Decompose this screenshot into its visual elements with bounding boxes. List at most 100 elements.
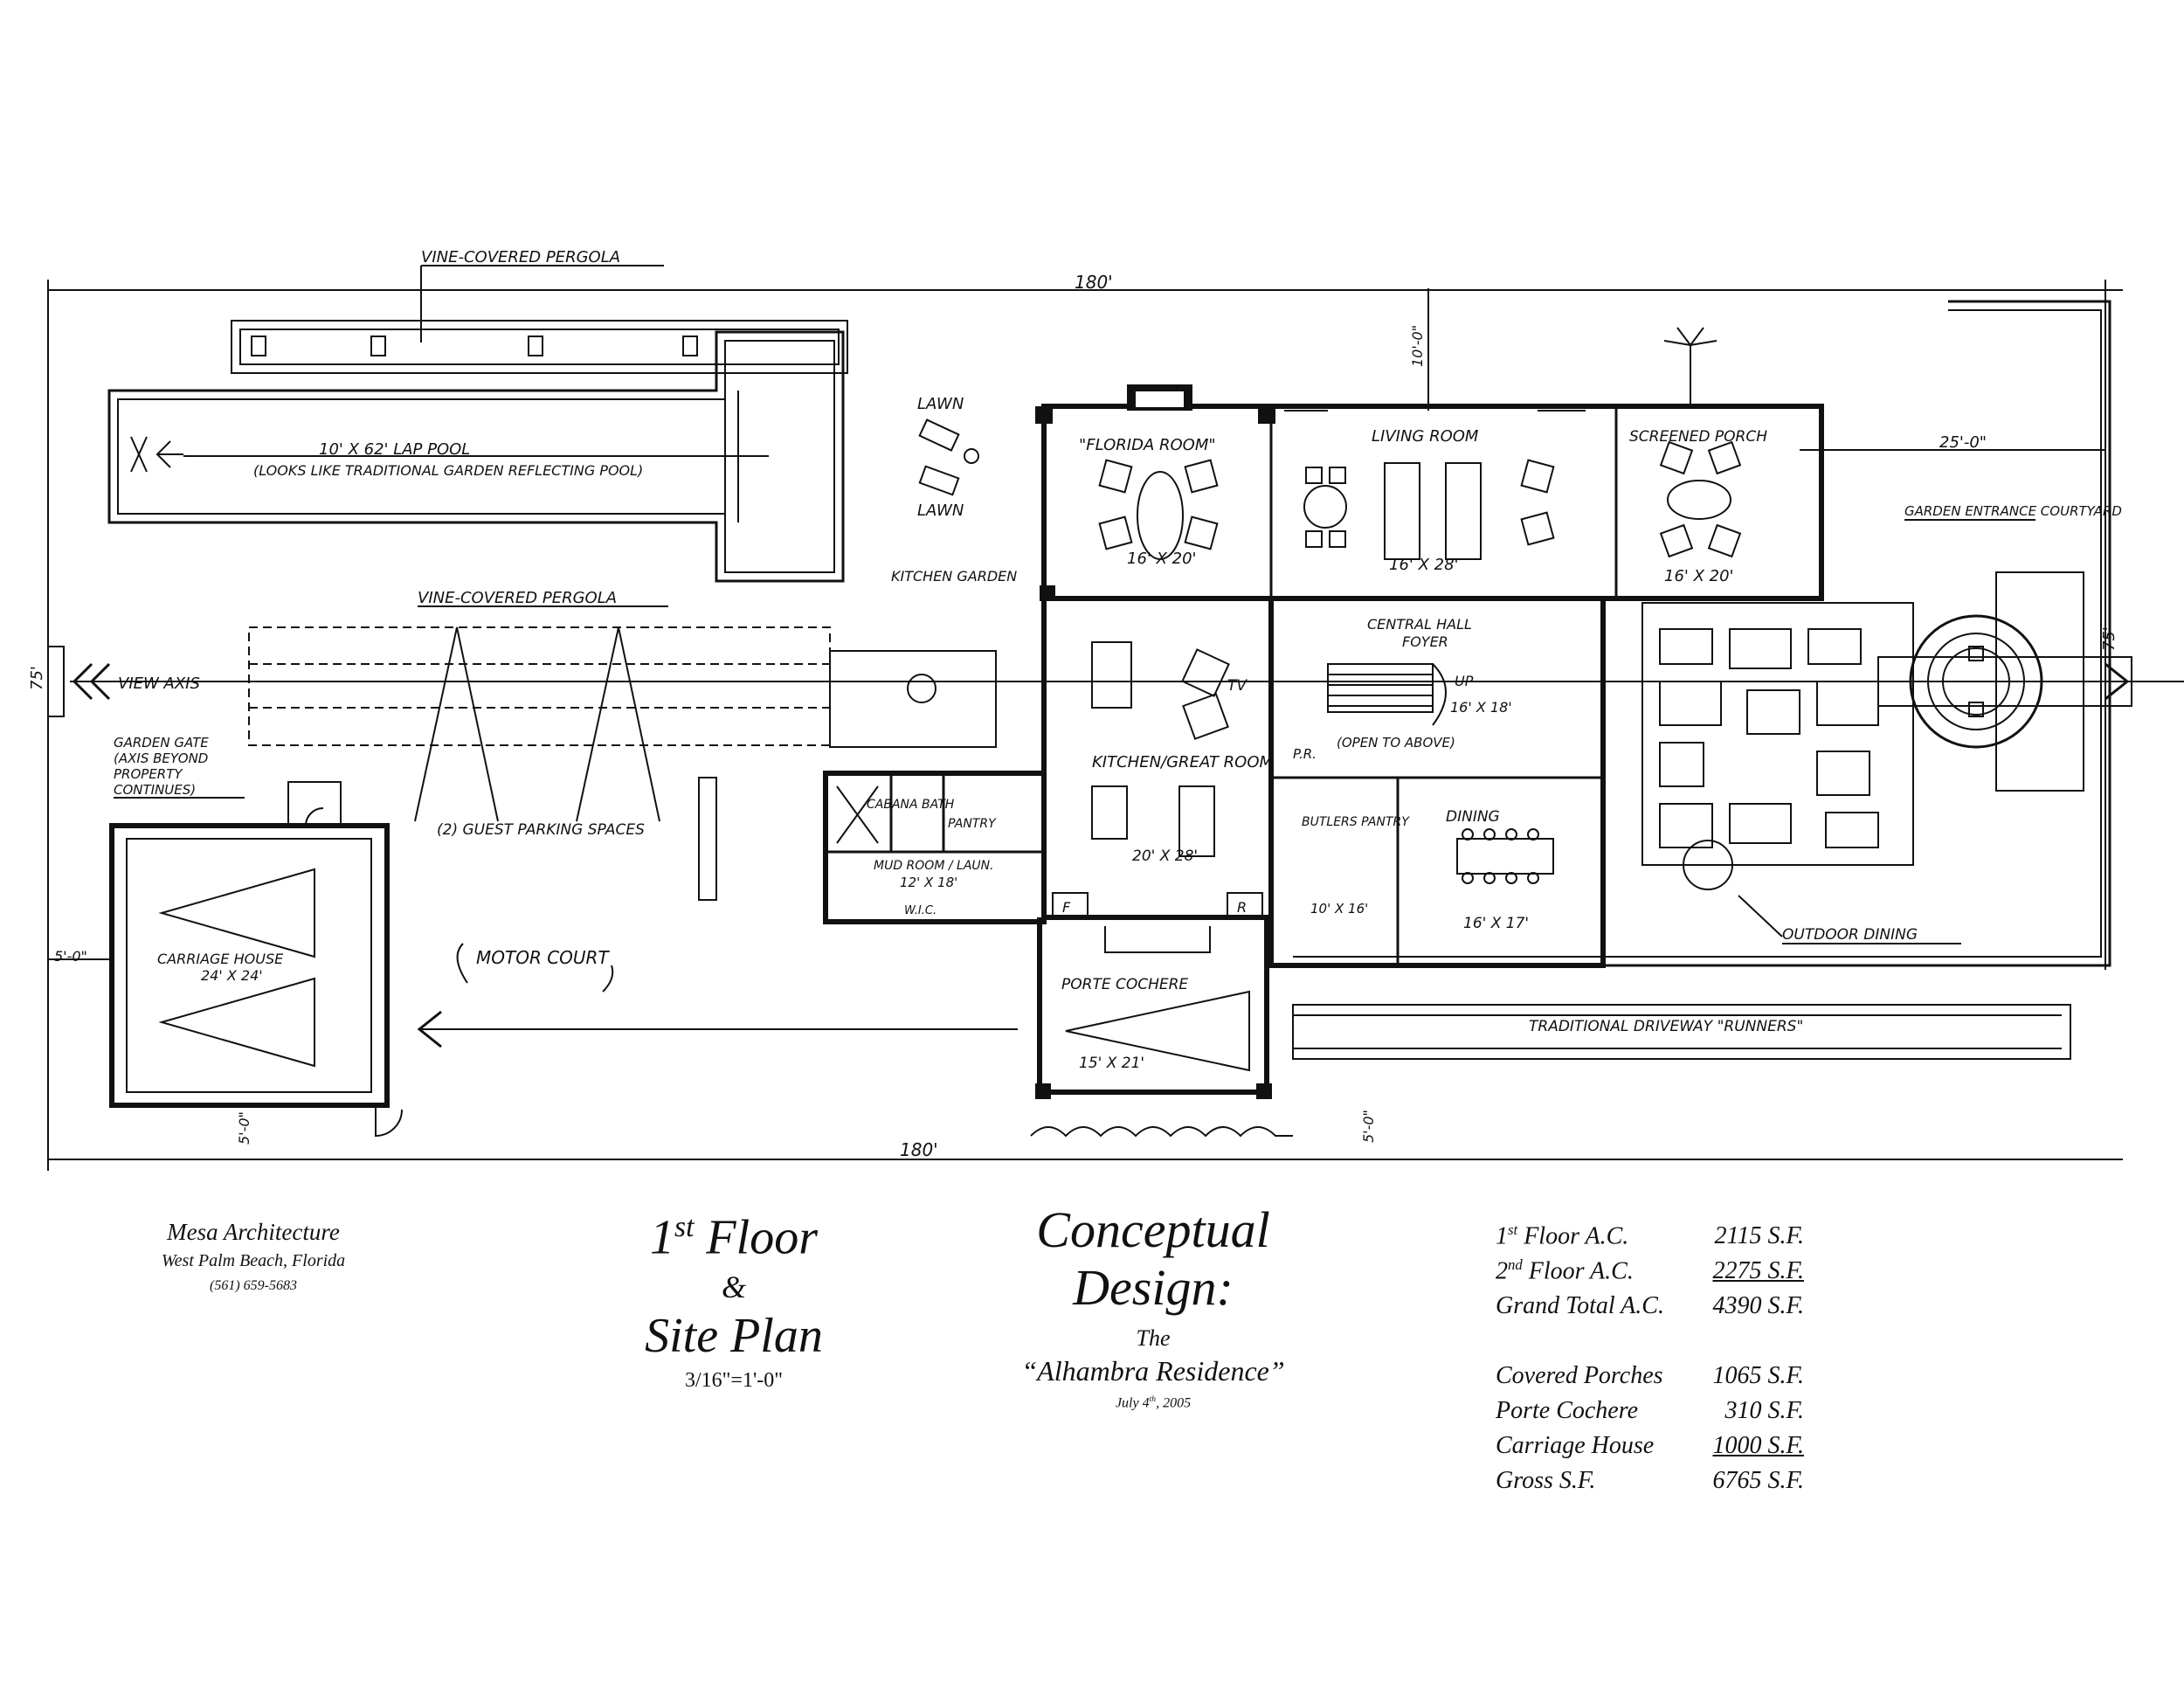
kitchen-label: KITCHEN/GREAT ROOM (1092, 753, 1274, 771)
motor-court: MOTOR COURT TRADITIONAL DRIVEWAY "RUNNER… (417, 943, 2071, 1060)
area-row-carriage-house: Carriage House 1000 S.F. (1496, 1429, 1804, 1463)
dim-180-bottom-label: 180' (900, 1139, 938, 1160)
garden-entrance-label: GARDEN ENTRANCE COURTYARD (1904, 503, 2122, 519)
pergola-top-label: VINE-COVERED PERGOLA (421, 248, 620, 266)
project-date: July 4th, 2005 (1115, 1394, 1192, 1411)
pantry-label: PANTRY (948, 817, 997, 831)
project-title-block: Conceptual Design: The “Alhambra Residen… (978, 1201, 1328, 1411)
screened-porch-label: SCREENED PORCH (1629, 428, 1767, 446)
dim-25-label: 25'-0" (1939, 433, 1987, 452)
garden-gate-label-4: CONTINUES) (114, 782, 196, 798)
garden-gate-note: GARDEN GATE (AXIS BEYOND PROPERTY CONTIN… (114, 735, 245, 799)
area-value: 2115 S.F. (1714, 1222, 1804, 1249)
lawn-label-2: LAWN (917, 502, 964, 520)
lap-pool-note: (LOOKS LIKE TRADITIONAL GARDEN REFLECTIN… (253, 462, 643, 479)
area-label: Gross S.F. (1496, 1467, 1596, 1494)
porte-cochere-label: PORTE COCHERE (1061, 976, 1188, 993)
mud-room-label: MUD ROOM / LAUN. (874, 859, 994, 873)
area-schedule: 1st Floor A.C. 2115 S.F. 2nd Floor A.C. … (1496, 1219, 1863, 1498)
sheet-title-block: 1st Floor & Site Plan 3/16"=1'-0" (603, 1201, 865, 1393)
sheet-title-site-plan: Site Plan (645, 1308, 823, 1363)
area-label: Grand Total A.C. (1496, 1292, 1664, 1319)
garden-gate-label: GARDEN GATE (114, 735, 209, 751)
florida-room-dim: 16' X 20' (1127, 550, 1196, 568)
area-row-porte-cochere: Porte Cochere 310 S.F. (1496, 1394, 1804, 1429)
fridge-label: F (1062, 899, 1071, 916)
guest-parking-label: (2) GUEST PARKING SPACES (437, 821, 645, 839)
outdoor-dining-label: OUTDOOR DINING (1782, 926, 1918, 944)
foyer-label: FOYER (1402, 633, 1448, 650)
area-label: Covered Porches (1496, 1362, 1663, 1389)
project-title-line2: Design: (1073, 1259, 1234, 1316)
area-value: 6765 S.F. (1712, 1467, 1804, 1494)
kitchen-dim: 20' X 28' (1132, 847, 1198, 865)
project-the: The (1136, 1325, 1171, 1351)
hall-dim: 16' X 18' (1450, 699, 1512, 716)
area-row-covered-porches: Covered Porches 1065 S.F. (1496, 1359, 1804, 1394)
range-label: R (1237, 899, 1247, 916)
dim-5-bottom-left-label: 5'-0" (236, 1111, 252, 1145)
area-row-first-floor: 1st Floor A.C. 2115 S.F. (1496, 1219, 1804, 1254)
driveway-label: TRADITIONAL DRIVEWAY "RUNNERS" (1529, 1018, 1803, 1035)
sheet-title-ampersand: & (721, 1269, 746, 1304)
garden-gate-label-3: PROPERTY (114, 766, 183, 782)
sheet-title-floor: 1st Floor (650, 1210, 818, 1265)
mud-room-dim: 12' X 18' (900, 875, 957, 890)
carriage-house-dim: 24' X 24' (201, 967, 263, 984)
florida-room-label: "FLORIDA ROOM" (1079, 436, 1216, 454)
property-wall (1293, 300, 2111, 967)
area-value: 1000 S.F. (1712, 1432, 1804, 1459)
firm-name: Mesa Architecture (167, 1219, 340, 1245)
butlers-dim: 10' X 16' (1310, 901, 1368, 917)
dining-dim: 16' X 17' (1463, 915, 1529, 932)
lawn-label-1: LAWN (917, 395, 964, 413)
central-hall-label: CENTRAL HALL (1367, 616, 1472, 633)
lawn-area: LAWN LAWN (917, 395, 979, 520)
tv-label: TV (1227, 677, 1248, 695)
view-axis-label: VIEW AXIS (118, 675, 200, 693)
dim-5-left-label: 5'-0" (54, 948, 87, 965)
area-row-gross: Gross S.F. 6765 S.F. (1496, 1463, 1804, 1498)
carriage-house-label: CARRIAGE HOUSE (157, 951, 284, 967)
firm-phone: (561) 659-5683 (210, 1278, 297, 1293)
kitchen-garden-label: KITCHEN GARDEN (891, 568, 1017, 585)
dim-180-top-label: 180' (1075, 272, 1113, 293)
dim-5-bottom-mid-label: 5'-0" (1360, 1110, 1377, 1143)
garden-courtyard: GARDEN ENTRANCE COURTYARD OUTDOOR DINING (1641, 503, 2132, 944)
area-label: Porte Cochere (1496, 1397, 1639, 1424)
project-residence-name: “Alhambra Residence” (1021, 1355, 1285, 1387)
butlers-pantry-label: BUTLERS PANTRY (1302, 815, 1410, 829)
carriage-house: CARRIAGE HOUSE 24' X 24' (109, 781, 403, 1138)
open-to-above-label: (OPEN TO ABOVE) (1337, 735, 1455, 751)
area-value: 2275 S.F. (1712, 1257, 1804, 1284)
area-value: 4390 S.F. (1712, 1292, 1804, 1319)
area-label: Carriage House (1496, 1432, 1655, 1459)
lap-pool-label: 10' X 62' LAP POOL (319, 440, 470, 459)
garden-gate-label-2: (AXIS BEYOND (114, 751, 208, 766)
area-value: 1065 S.F. (1712, 1362, 1804, 1389)
living-room-label: LIVING ROOM (1372, 427, 1479, 446)
living-room-dim: 16' X 28' (1389, 556, 1458, 574)
pergola-mid: VINE-COVERED PERGOLA (2) GUEST PARKING S… (248, 589, 831, 901)
area-value: 310 S.F. (1724, 1397, 1804, 1424)
dim-75-left-label: 75' (28, 666, 46, 690)
project-title-line1: Conceptual (1036, 1201, 1270, 1258)
pergola-top: VINE-COVERED PERGOLA (231, 248, 848, 374)
dim-10-label: 10'-0" (1409, 325, 1426, 367)
dimension-lines: 180' 180' 75' 75' 25'-0" 10'-0" 5'-0" 5'… (28, 272, 2123, 1171)
porte-cochere-dim: 15' X 21' (1079, 1055, 1144, 1072)
lap-pool: 10' X 62' LAP POOL (LOOKS LIKE TRADITION… (107, 330, 845, 583)
dining-label: DINING (1446, 808, 1500, 826)
firm-block: Mesa Architecture West Palm Beach, Flori… (140, 1219, 367, 1294)
powder-room-label: P.R. (1293, 746, 1317, 762)
area-table: 1st Floor A.C. 2115 S.F. 2nd Floor A.C. … (1496, 1219, 1804, 1498)
screened-porch-dim: 16' X 20' (1664, 567, 1733, 585)
area-row-grand-total: Grand Total A.C. 4390 S.F. (1496, 1289, 1804, 1324)
up-label: UP (1455, 673, 1474, 689)
firm-city: West Palm Beach, Florida (161, 1251, 346, 1270)
cabana-bath-label: CABANA BATH (867, 798, 955, 812)
pergola-mid-label: VINE-COVERED PERGOLA (418, 589, 617, 607)
motor-court-label: MOTOR COURT (476, 947, 610, 968)
area-row-second-floor: 2nd Floor A.C. 2275 S.F. (1496, 1254, 1804, 1289)
